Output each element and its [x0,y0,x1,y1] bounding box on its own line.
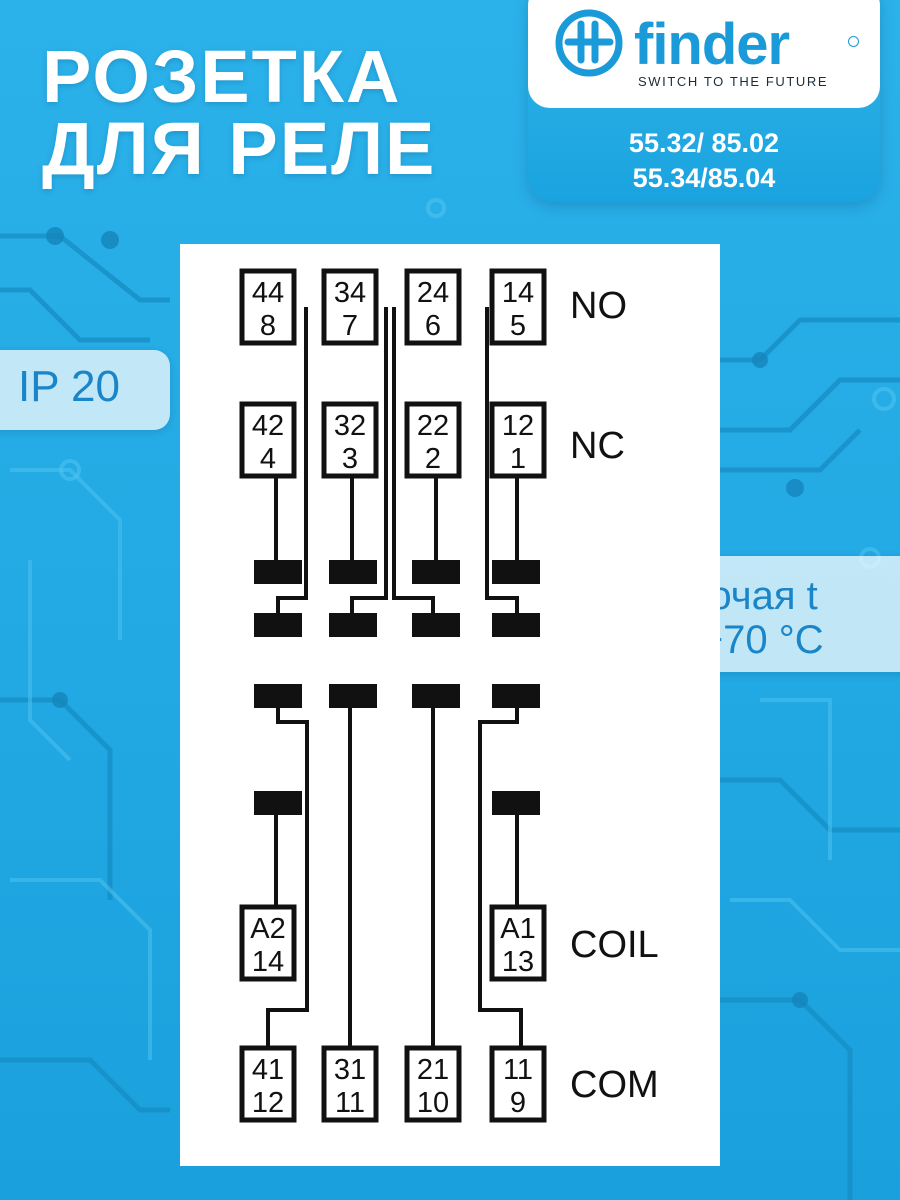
terminal-number-bottom: 1 [510,443,526,475]
contact-pad-8 [492,613,540,637]
terminal-number-top: 42 [252,410,284,442]
terminal-number-bottom: 14 [252,946,284,978]
terminal-box [404,401,462,479]
terminal-number-top: 11 [503,1054,533,1086]
terminal-no-34: 347 [321,268,379,346]
terminal-box [321,401,379,479]
terminal-number-bottom: 2 [425,443,441,475]
contact-pad-2 [329,560,377,584]
contact-pad-13 [254,791,302,815]
ip-rating-text: IP 20 [18,362,120,411]
contact-pad-10 [329,684,377,708]
contact-pad-6 [329,613,377,637]
terminals: 448347246145424323222121A214A11341123111… [239,268,547,1123]
terminal-number-bottom: 11 [335,1087,365,1119]
model-number-1: 55.32/ 85.02 [628,128,780,158]
row-label-no: NO [570,285,627,327]
terminal-number-top: 21 [417,1054,449,1086]
wiring-diagram: 448347246145424323222121A214A11341123111… [239,268,547,1123]
contact-pad-9 [254,684,302,708]
finder-emblem-icon [555,9,623,77]
wire-5 [276,307,308,613]
registered-mark-icon [848,36,859,47]
terminal-number-bottom: 10 [417,1087,449,1119]
terminal-number-top: 34 [334,277,366,309]
row-label-com: COM [570,1064,659,1106]
terminal-number-top: 41 [252,1054,284,1086]
terminal-box [321,1045,379,1123]
terminal-nc-12: 121 [489,401,547,479]
row-label-nc: NC [570,425,625,467]
headline-line-1: РОЗЕТКА [42,35,402,118]
terminal-box [239,1045,297,1123]
terminal-box [404,1045,462,1123]
contact-pad-4 [492,560,540,584]
terminal-box [489,904,547,982]
contact-pad-5 [254,613,302,637]
contact-pad-1 [254,560,302,584]
logo-card-top [528,0,880,108]
terminal-com-11: 119 [489,1045,547,1123]
terminal-box [239,904,297,982]
terminal-number-bottom: 12 [252,1087,284,1119]
terminal-number-top: A2 [250,913,285,945]
row-label-coil: COIL [570,924,659,966]
terminal-number-bottom: 9 [510,1087,526,1119]
terminal-number-bottom: 13 [502,946,534,978]
terminal-box [239,268,297,346]
terminal-box [489,401,547,479]
terminal-number-top: 24 [417,277,449,309]
terminal-box [404,268,462,346]
terminal-nc-32: 323 [321,401,379,479]
terminal-box [239,401,297,479]
terminal-number-top: A1 [500,913,535,945]
contact-pad-11 [412,684,460,708]
terminal-number-top: 14 [502,277,534,309]
terminal-number-bottom: 3 [342,443,358,475]
terminal-box [321,268,379,346]
terminal-no-44: 448 [239,268,297,346]
terminal-number-bottom: 5 [510,310,526,342]
wire-9 [266,706,309,1046]
wire-6 [350,307,388,613]
terminal-nc-22: 222 [404,401,462,479]
terminal-number-bottom: 8 [260,310,276,342]
terminal-number-top: 22 [417,410,449,442]
wires [266,307,523,1046]
terminal-number-bottom: 6 [425,310,441,342]
contact-pad-7 [412,613,460,637]
terminal-no-14: 145 [489,268,547,346]
contact-pad-3 [412,560,460,584]
terminal-nc-42: 424 [239,401,297,479]
brand-name: finder [634,12,790,77]
wire-8 [485,307,519,613]
brand-tagline: SWITCH TO THE FUTURE [638,74,829,89]
ip-rating-badge [0,350,170,430]
model-number-2: 55.34/85.04 [632,163,776,193]
terminal-number-top: 32 [334,410,366,442]
contact-pad-14 [492,791,540,815]
terminal-box [489,1045,547,1123]
terminal-number-bottom: 7 [342,310,358,342]
contact-pads [254,560,540,815]
terminal-number-bottom: 4 [260,443,276,475]
terminal-box [489,268,547,346]
logo-card [528,0,880,202]
terminal-number-top: 12 [502,410,534,442]
headline-line-2: ДЛЯ РЕЛЕ [42,107,437,190]
wire-12 [478,706,523,1046]
contact-pad-12 [492,684,540,708]
terminal-no-24: 246 [404,268,462,346]
wire-7 [392,307,435,613]
terminal-number-top: 44 [252,277,284,309]
terminal-number-top: 31 [334,1054,366,1086]
